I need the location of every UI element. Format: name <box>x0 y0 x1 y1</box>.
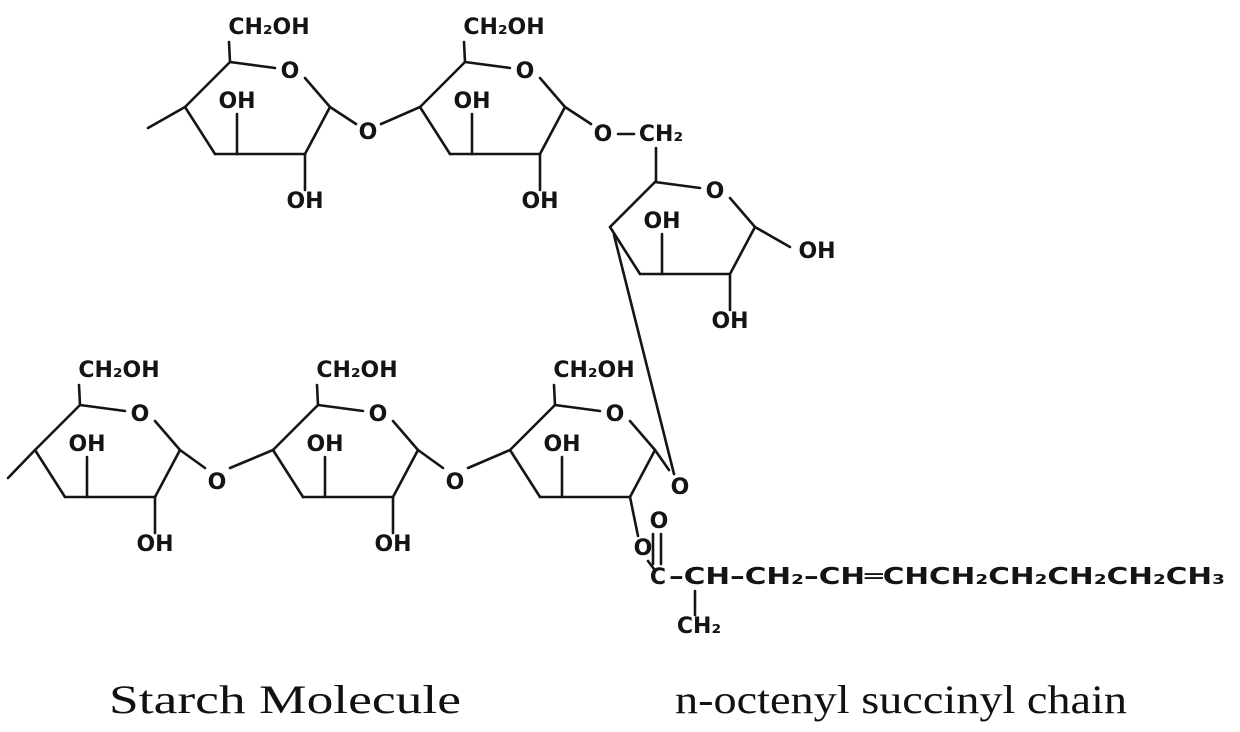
ch2oh-bond <box>315 383 320 407</box>
alkyl-chain-label: –CH–CH₂–CH═CHCH₂CH₂CH₂CH₂CH₃ <box>669 564 1225 590</box>
ring-bond <box>183 60 232 109</box>
ring-oxygen-label: O <box>369 402 388 427</box>
hydroxyl-label: OH <box>218 89 255 114</box>
glucose-ring-top-2: CH₂OH O OH OH <box>418 15 567 214</box>
ring-bond <box>303 105 332 156</box>
glycosidic-bond <box>563 105 593 126</box>
ring-bond <box>463 60 512 70</box>
ch2oh-label: CH₂OH <box>78 358 159 383</box>
glycosidic-bond <box>379 105 422 126</box>
ring-bond <box>418 60 467 109</box>
ch2oh-bond <box>462 40 467 64</box>
ring-bond <box>391 419 420 452</box>
ring-bond <box>303 76 332 109</box>
captions: Starch Molecule n-octenyl succinyl chain <box>109 677 1127 722</box>
branch-ch2-label: CH₂ <box>677 614 721 639</box>
anomeric-hydroxyl-label: OH <box>798 239 835 264</box>
glycosidic-linkage-bottom-2: O <box>416 448 512 495</box>
ch2oh-bond <box>227 40 232 64</box>
ring-bond <box>553 403 602 413</box>
ring-bond <box>608 180 657 229</box>
glucose-ring-branch: O OH OH OH <box>608 179 836 476</box>
ring-oxygen-label: O <box>516 59 535 84</box>
hydroxyl-label: OH <box>711 309 748 334</box>
hydroxyl-label: OH <box>306 432 343 457</box>
hydroxyl-label: OH <box>453 89 490 114</box>
anomeric-hydroxyl-bond <box>753 225 792 249</box>
glycosidic-oxygen-label: O <box>359 120 378 145</box>
ring-bond <box>728 196 757 229</box>
ring-bond <box>78 403 127 413</box>
ring-bond <box>538 105 567 156</box>
hydroxyl-label: OH <box>136 532 173 557</box>
hydroxyl-label: OH <box>543 432 580 457</box>
hydroxyl-label: OH <box>521 189 558 214</box>
ring-bond <box>508 448 542 499</box>
ch2oh-label: CH₂OH <box>228 15 309 40</box>
polymer-tail-bond <box>6 448 37 480</box>
ring-oxygen-label: O <box>706 179 725 204</box>
caption-starch-molecule: Starch Molecule <box>109 677 461 722</box>
hydroxyl-label: OH <box>643 209 680 234</box>
ring-bond <box>628 419 657 452</box>
ring-bond <box>33 403 82 452</box>
glycosidic-bond <box>653 448 671 472</box>
ring-bond <box>628 448 657 499</box>
caption-octenyl-succinyl-chain: n-octenyl succinyl chain <box>675 677 1127 722</box>
glycosidic-bond <box>466 448 512 470</box>
glycosidic-oxygen-label: O <box>208 470 227 495</box>
glycosidic-oxygen-label: O <box>446 470 465 495</box>
hydroxyl-label: OH <box>68 432 105 457</box>
ring-bond <box>538 76 567 109</box>
branch-glycosidic-bond <box>612 233 676 476</box>
ch2oh-bond <box>552 383 557 407</box>
ring-bond <box>271 448 305 499</box>
ring-bond <box>418 105 452 156</box>
glucose-ring-top-1: CH₂OH O OH OH <box>146 15 332 214</box>
glycosidic-bond <box>178 448 207 470</box>
ring-bond <box>728 225 757 276</box>
ring-bond <box>391 448 420 499</box>
hydroxyl-label: OH <box>374 532 411 557</box>
ch2oh-label: CH₂OH <box>553 358 634 383</box>
glycosidic-oxygen-label: O <box>594 122 613 147</box>
octenyl-succinyl-group: O O C –CH–CH₂–CH═CHCH₂CH₂CH₂CH₂CH₃ CH₂ <box>628 495 1225 639</box>
ring-bond <box>228 60 277 70</box>
ring-bond <box>271 403 320 452</box>
linker-ch2-label: CH₂ <box>639 122 683 147</box>
ring-oxygen-label: O <box>606 402 625 427</box>
glucose-ring-bottom-3: CH₂OH O OH <box>508 358 657 499</box>
glycosidic-bond <box>328 105 358 126</box>
ring-oxygen-label: O <box>281 59 300 84</box>
ring-oxygen-label: O <box>131 402 150 427</box>
glucose-ring-bottom-1: CH₂OH O OH OH <box>6 358 182 557</box>
hydroxyl-label: OH <box>286 189 323 214</box>
carbonyl-carbon-label: C <box>650 565 666 590</box>
glycosidic-linkage-top: O <box>328 105 422 145</box>
ester-carbon-bond <box>646 559 656 571</box>
ring-bond <box>153 419 182 452</box>
ch2oh-label: CH₂OH <box>463 15 544 40</box>
ring-bond <box>653 180 702 190</box>
glycosidic-bond <box>416 448 445 470</box>
ester-oxygen-label: O <box>634 536 653 561</box>
polymer-tail-bond <box>146 105 187 130</box>
glucose-ring-bottom-2: CH₂OH O OH OH <box>271 358 420 557</box>
carbonyl-oxygen-label: O <box>650 509 669 534</box>
ring-bond <box>508 403 557 452</box>
ch2oh-label: CH₂OH <box>316 358 397 383</box>
glycosidic-bond <box>228 448 275 470</box>
ch2oh-bond <box>77 383 82 407</box>
ring-bond <box>33 448 67 499</box>
ring-bond <box>183 105 217 156</box>
ring-bond <box>153 448 182 499</box>
glycosidic-linkage-bottom-1: O <box>178 448 275 495</box>
one-six-linkage: O CH₂ <box>563 105 683 184</box>
ring-bond <box>316 403 365 413</box>
ester-oxygen-bond <box>628 495 640 538</box>
glycosidic-linkage-branch: O <box>653 448 690 500</box>
glycosidic-oxygen-label: O <box>671 475 690 500</box>
